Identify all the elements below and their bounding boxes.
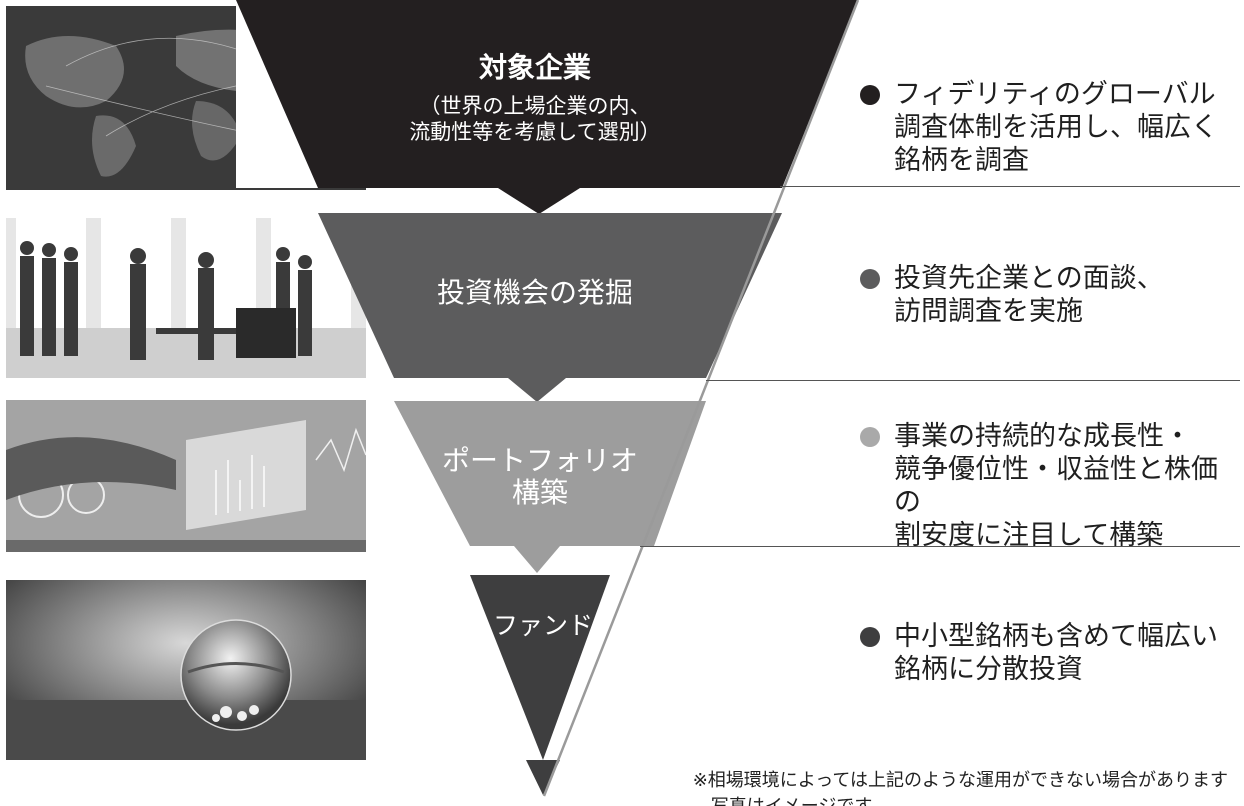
funnel-edge-right: [542, 0, 860, 797]
crystal-ball-photo: [6, 580, 366, 760]
bullet-dot-icon: [860, 627, 880, 647]
stage-4-title: ファンド: [492, 611, 593, 640]
stage-2-label: 投資機会の発掘: [400, 275, 670, 310]
stage-4-label: ファンド: [478, 610, 608, 641]
stage-2-band: [318, 213, 782, 378]
divider-1: [780, 186, 1240, 187]
stage-1-band: [236, 0, 858, 188]
stage-4-band: [470, 575, 610, 760]
bullet-1: フィデリティのグローバル 調査体制を活用し、幅広く 銘柄を調査: [860, 78, 1218, 177]
laptop-chart-photo: [6, 400, 366, 552]
stage-3-band: [394, 401, 706, 546]
divider-3: [640, 546, 1240, 547]
stage-3-label: ポートフォリオ 構築: [420, 444, 660, 510]
bullet-dot-icon: [860, 85, 880, 105]
stage-3-arrow: [514, 546, 560, 573]
business-meeting-photo: [6, 218, 366, 378]
stage-3-title: ポートフォリオ 構築: [441, 444, 638, 510]
stage-4-arrow: [526, 760, 560, 795]
bullet-2-text: 投資先企業との面談、 訪問調査を実施: [894, 263, 1164, 327]
bullet-dot-icon: [860, 269, 880, 289]
footnote-line-2: 写真はイメージです: [693, 792, 1228, 806]
footnote: ※相場環境によっては上記のような運用ができない場合があります 写真はイメージです: [693, 766, 1228, 806]
stage-1-label: 対象企業 （世界の上場企業の内、 流動性等を考慮して選別）: [360, 50, 710, 146]
bullet-3: 事業の持続的な成長性・ 競争優位性・収益性と株価の 割安度に注目して構築: [860, 420, 1244, 552]
stage-2-title: 投資機会の発掘: [436, 276, 633, 309]
stage-2-arrow: [508, 378, 566, 402]
stage-1-subtitle: （世界の上場企業の内、 流動性等を考慮して選別）: [409, 94, 661, 145]
bullet-3-text: 事業の持続的な成長性・ 競争優位性・収益性と株価の 割安度に注目して構築: [894, 421, 1218, 551]
bullet-4-text: 中小型銘柄も含めて幅広い 銘柄に分散投資: [894, 621, 1218, 685]
bullet-2: 投資先企業との面談、 訪問調査を実施: [860, 262, 1164, 328]
bullet-4: 中小型銘柄も含めて幅広い 銘柄に分散投資: [860, 620, 1218, 686]
stage-1-arrow: [498, 188, 580, 214]
footnote-line-1: ※相場環境によっては上記のような運用ができない場合があります: [692, 770, 1228, 791]
stage-1-white-wedge: [236, 0, 318, 188]
bullet-1-text: フィデリティのグローバル 調査体制を活用し、幅広く 銘柄を調査: [894, 79, 1218, 176]
bullet-dot-icon: [860, 427, 880, 447]
stage-1-title: 対象企業: [478, 51, 591, 84]
divider-2: [706, 380, 1240, 381]
